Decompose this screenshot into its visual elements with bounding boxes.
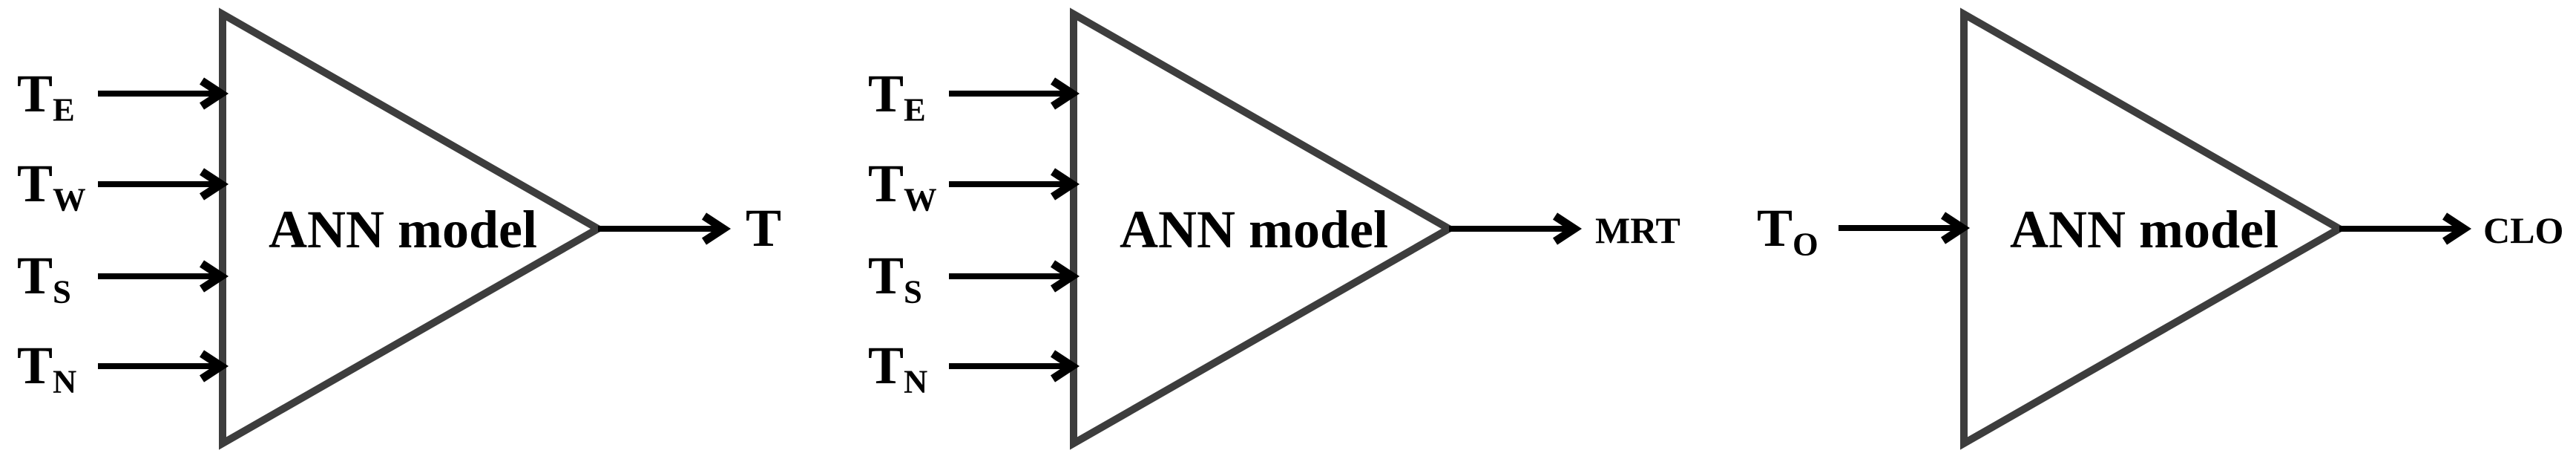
d3-input-label-to: TO (1757, 198, 1818, 263)
d2-output-arrow (1449, 212, 1583, 245)
d2-input-label-tn: TN (868, 336, 928, 400)
d1-input-arrow-tn (98, 350, 229, 382)
d3-input-arrow-to (1839, 212, 1971, 244)
d1-output-label: T (746, 198, 782, 258)
d1-input-label-te: TE (17, 64, 75, 128)
d1-input-label-tw: TW (17, 154, 86, 218)
d1-input-label-tn: TN (17, 336, 77, 400)
d2-output-label: MRT (1595, 209, 1680, 251)
d3-output-label: CLO (2483, 209, 2564, 251)
d3-block-label: ANN model (2010, 200, 2278, 259)
d1-ann-triangle (219, 7, 606, 450)
d2-block-label: ANN model (1120, 200, 1388, 259)
d2-input-arrow-tn (949, 350, 1080, 382)
d2-input-arrow-tw (949, 168, 1080, 201)
d2-input-label-te: TE (868, 64, 926, 128)
d1-input-label-ts: TS (17, 246, 71, 310)
d1-input-arrow-ts (98, 260, 229, 293)
d2-input-arrow-ts (949, 260, 1080, 293)
d1-output-arrow (598, 212, 732, 245)
d1-input-arrow-te (98, 77, 229, 110)
d1-block-label: ANN model (269, 200, 537, 259)
d1-input-arrow-tw (98, 168, 229, 201)
d2-input-label-ts: TS (868, 246, 922, 310)
d2-input-label-tw: TW (868, 154, 937, 218)
d3-output-arrow (2339, 212, 2472, 245)
d2-ann-triangle (1070, 7, 1457, 450)
d2-input-arrow-te (949, 77, 1080, 110)
